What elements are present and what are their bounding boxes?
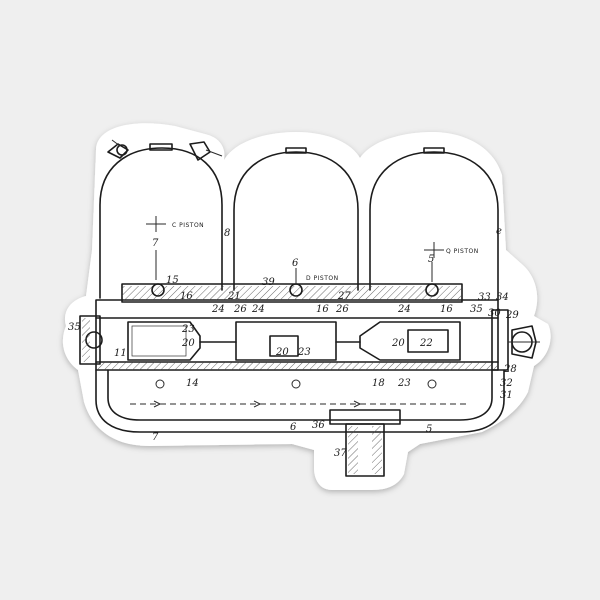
numeral: 28 bbox=[503, 364, 517, 375]
numeral: 16 bbox=[440, 304, 453, 315]
numeral: 15 bbox=[166, 275, 179, 286]
numeral: 27 bbox=[337, 291, 351, 302]
right-end-cap bbox=[491, 309, 540, 371]
valve-fitting bbox=[107, 139, 223, 161]
numeral: 6 bbox=[292, 258, 299, 269]
numeral: 31 bbox=[500, 390, 513, 401]
cylinder-body bbox=[95, 283, 499, 371]
numeral: 34 bbox=[496, 292, 509, 303]
numeral: 20 bbox=[275, 347, 289, 358]
numeral: 26 bbox=[233, 304, 247, 315]
numeral: 37 bbox=[334, 448, 347, 459]
numeral: 24 bbox=[211, 304, 225, 315]
flange-bolts bbox=[151, 283, 439, 297]
section-markers bbox=[146, 216, 444, 284]
numeral: 21 bbox=[227, 291, 241, 302]
numeral: 39 bbox=[262, 277, 275, 288]
reference-numerals: 7 15 16 21 24 26 24 27 16 26 24 16 23 20… bbox=[68, 226, 519, 459]
piston-assembly bbox=[127, 321, 461, 361]
numeral: 30 bbox=[488, 308, 501, 319]
numeral: 5 bbox=[426, 424, 432, 435]
numeral: 5 bbox=[428, 254, 434, 265]
numeral: 33 bbox=[478, 292, 491, 303]
piston-label-c: C PISTON bbox=[172, 222, 204, 229]
left-end-cap bbox=[79, 315, 103, 365]
numeral: 35 bbox=[470, 304, 483, 315]
outlet-pipe bbox=[329, 409, 401, 477]
numeral: 24 bbox=[397, 304, 411, 315]
numeral: 22 bbox=[419, 338, 433, 349]
numeral: 7 bbox=[152, 238, 159, 249]
numeral: 23 bbox=[397, 378, 411, 389]
numeral: 14 bbox=[186, 378, 199, 389]
numeral: 7 bbox=[152, 432, 159, 443]
numeral: 35 bbox=[68, 322, 81, 333]
piston-label-d: D PISTON bbox=[306, 275, 339, 282]
numeral: 20 bbox=[391, 338, 405, 349]
numeral: 24 bbox=[251, 304, 265, 315]
numeral: e bbox=[496, 226, 502, 237]
numeral: 29 bbox=[505, 310, 519, 321]
numeral: 16 bbox=[180, 291, 193, 302]
sticker-outline bbox=[62, 123, 551, 490]
numeral: 18 bbox=[372, 378, 385, 389]
numeral: 32 bbox=[500, 378, 513, 389]
numeral: 26 bbox=[335, 304, 349, 315]
dome-left bbox=[99, 143, 223, 299]
numeral: 6 bbox=[290, 422, 297, 433]
dome-right bbox=[369, 147, 499, 301]
numeral: 36 bbox=[312, 420, 325, 431]
numeral: 11 bbox=[114, 348, 127, 359]
numeral: 23 bbox=[297, 347, 311, 358]
return-passage bbox=[95, 369, 505, 433]
dome-middle bbox=[233, 147, 359, 291]
piston-label-q: Q PISTON bbox=[446, 248, 479, 255]
numeral: 20 bbox=[181, 338, 195, 349]
numeral: 8 bbox=[224, 228, 230, 239]
numeral: 16 bbox=[316, 304, 329, 315]
numeral: 23 bbox=[181, 324, 195, 335]
